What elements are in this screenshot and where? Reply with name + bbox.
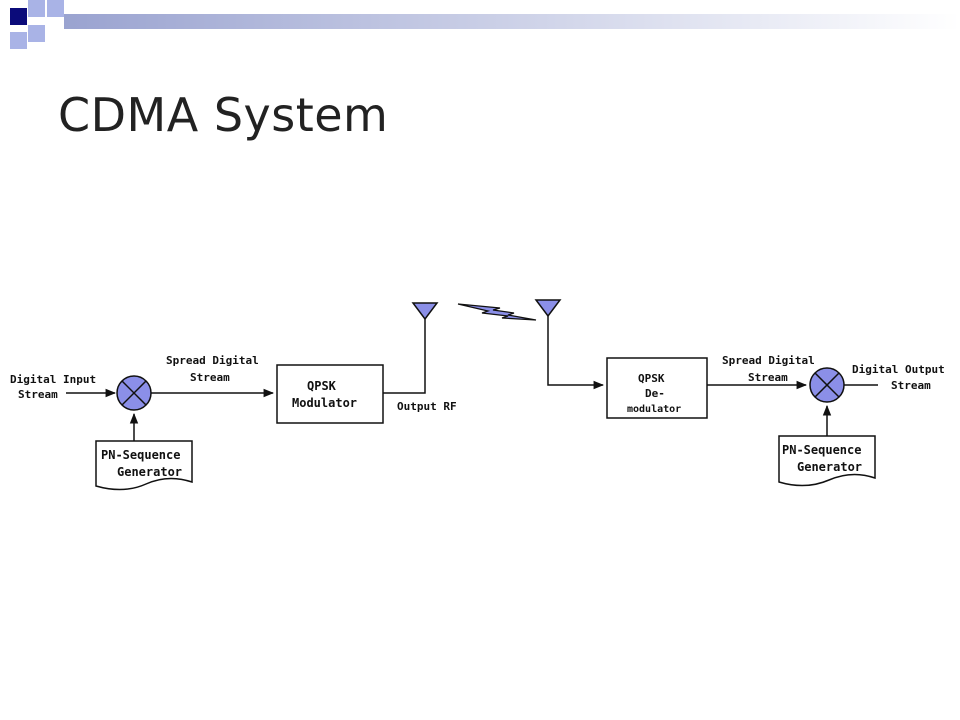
modulator-label-2: Modulator xyxy=(292,396,357,410)
header-square xyxy=(47,0,64,17)
header-square xyxy=(28,25,45,42)
antenna-icon xyxy=(534,299,562,318)
header-decoration xyxy=(10,0,960,49)
rx-output-label-1: Digital Output xyxy=(852,363,945,376)
tx-input-label-2: Stream xyxy=(18,388,58,401)
qpsk-modulator-box xyxy=(276,364,384,424)
rx-pn-label-1: PN-Sequence xyxy=(782,443,861,457)
demod-label-2: De- xyxy=(645,387,665,400)
header-square-dark xyxy=(10,8,27,25)
modulator-label-1: QPSK xyxy=(307,379,337,393)
header-square xyxy=(28,0,45,17)
qpsk-demodulator-box xyxy=(606,357,708,419)
mixer-icon xyxy=(116,375,152,411)
tx-input-label-1: Digital Input xyxy=(10,373,96,386)
mixer-icon xyxy=(809,367,845,403)
tx-pn-label-2: Generator xyxy=(117,465,182,479)
rx-spread-label-2: Stream xyxy=(748,371,788,384)
tx-spread-label-2: Stream xyxy=(190,371,230,384)
tx-spread-label-1: Spread Digital xyxy=(166,354,259,367)
output-rf-label: Output RF xyxy=(397,400,457,413)
rx-pn-label-2: Generator xyxy=(797,460,862,474)
rx-output-label-2: Stream xyxy=(891,379,931,392)
header-bar xyxy=(64,14,960,29)
header-square xyxy=(10,32,27,49)
pn-generator-tx xyxy=(95,440,193,491)
demod-label-1: QPSK xyxy=(638,372,665,385)
tx-pn-label-1: PN-Sequence xyxy=(101,448,180,462)
rx-line xyxy=(547,316,605,390)
antenna-icon xyxy=(411,302,439,321)
pn-generator-rx xyxy=(778,435,876,487)
lightning-icon xyxy=(457,303,537,321)
demod-label-3: modulator xyxy=(627,404,681,415)
slide-title: CDMA System xyxy=(58,88,389,142)
rx-spread-label-1: Spread Digital xyxy=(722,354,815,367)
output-rf-line xyxy=(383,318,426,394)
